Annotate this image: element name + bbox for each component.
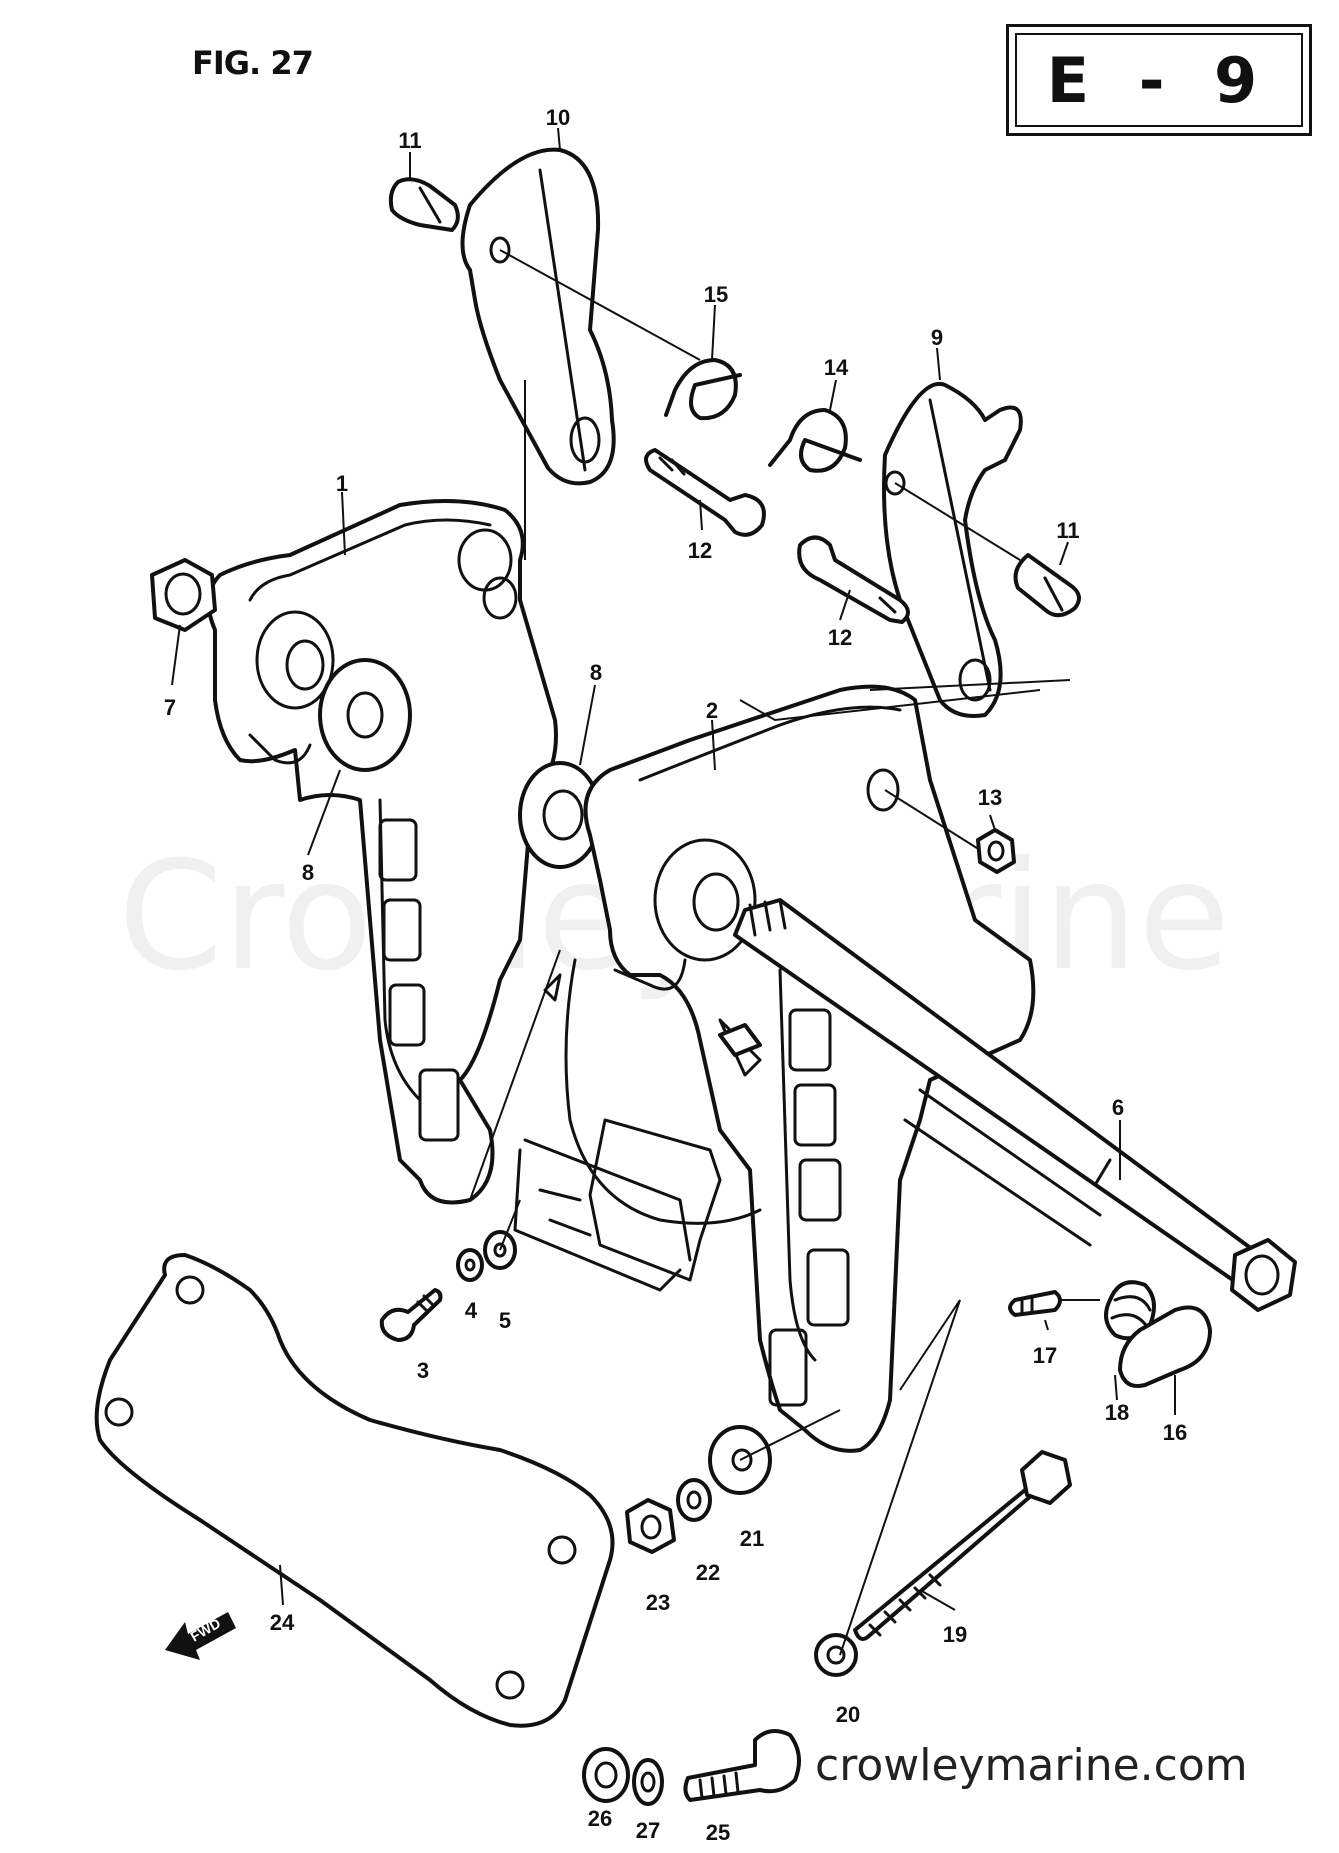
callout-4: 4 xyxy=(465,1298,478,1323)
part-22-lock-washer xyxy=(676,1478,712,1522)
assembly-guide-lines xyxy=(469,249,1100,1656)
part-7-nut xyxy=(150,558,217,632)
part-14-spring-lower xyxy=(768,408,862,473)
part-27-washer xyxy=(632,1758,664,1806)
callout-11-right: 11 xyxy=(1056,518,1079,543)
part-11-bolt-upper xyxy=(388,177,460,232)
callout-8-left: 8 xyxy=(302,860,314,885)
part-12-bolt-upper xyxy=(644,448,766,537)
callout-19: 19 xyxy=(943,1622,967,1647)
part-24-plate xyxy=(94,1253,615,1728)
part-12-bolt-lower xyxy=(797,535,910,624)
part-26-washer xyxy=(582,1747,630,1803)
part-4-lock-washer xyxy=(456,1248,484,1282)
callout-26: 26 xyxy=(588,1806,612,1831)
part-3-bolt xyxy=(379,1288,443,1342)
callout-14: 14 xyxy=(824,355,849,380)
part-19-long-bolt xyxy=(853,1450,1072,1641)
callout-1: 1 xyxy=(336,471,348,496)
part-11-bolt-right xyxy=(1013,553,1081,618)
callout-24: 24 xyxy=(270,1610,295,1635)
callout-15: 15 xyxy=(704,282,728,307)
callout-12-upper: 12 xyxy=(688,538,712,563)
callout-23: 23 xyxy=(646,1590,670,1615)
part-8-washer-left xyxy=(318,658,412,772)
forward-arrow-icon: FWD xyxy=(165,1612,236,1660)
part-10-upper-plate xyxy=(460,147,616,486)
part-9-lower-plate xyxy=(882,381,1023,718)
callout-leaders xyxy=(171,127,1176,1611)
section-code-frame: E - 9 xyxy=(1015,33,1303,127)
callout-10: 10 xyxy=(546,105,570,130)
callout-7: 7 xyxy=(164,695,176,720)
callout-22: 22 xyxy=(696,1560,720,1585)
callout-13: 13 xyxy=(978,785,1002,810)
part-16-grip xyxy=(1118,1305,1212,1388)
section-code-box: E - 9 xyxy=(1006,24,1312,136)
callout-18: 18 xyxy=(1105,1400,1129,1425)
part-23-nut xyxy=(625,1498,676,1554)
callout-12-lower: 12 xyxy=(828,625,852,650)
site-url: crowleymarine.com xyxy=(815,1740,1248,1791)
callout-3: 3 xyxy=(417,1358,429,1383)
callout-labels: 1 2 3 4 5 6 7 8 8 9 10 11 11 12 12 13 14… xyxy=(164,105,1187,1845)
figure-title: FIG. 27 xyxy=(192,44,314,82)
callout-6: 6 xyxy=(1112,1095,1124,1120)
callout-27: 27 xyxy=(636,1818,660,1843)
callout-11-upper: 11 xyxy=(398,128,421,153)
callout-8-center: 8 xyxy=(590,660,602,685)
part-2-clamp-bracket-right xyxy=(583,684,1036,1453)
callout-20: 20 xyxy=(836,1702,860,1727)
part-15-spring-upper xyxy=(664,358,742,421)
part-1-clamp-bracket-left xyxy=(206,499,558,1205)
callout-17: 17 xyxy=(1033,1343,1057,1368)
callout-2: 2 xyxy=(706,698,718,723)
section-code: E - 9 xyxy=(1046,43,1272,117)
callout-16: 16 xyxy=(1163,1420,1187,1445)
callout-9: 9 xyxy=(931,325,943,350)
part-17-pin xyxy=(1008,1290,1062,1317)
part-6-tilt-tube-bolt xyxy=(718,898,1297,1312)
callout-5: 5 xyxy=(499,1308,511,1333)
tilt-tube-lower xyxy=(903,1088,1102,1247)
part-13-nut xyxy=(976,828,1016,874)
callout-21: 21 xyxy=(740,1526,764,1551)
part-25-bolt xyxy=(683,1729,801,1802)
part-20-washer xyxy=(814,1633,858,1677)
callout-25: 25 xyxy=(706,1820,730,1845)
